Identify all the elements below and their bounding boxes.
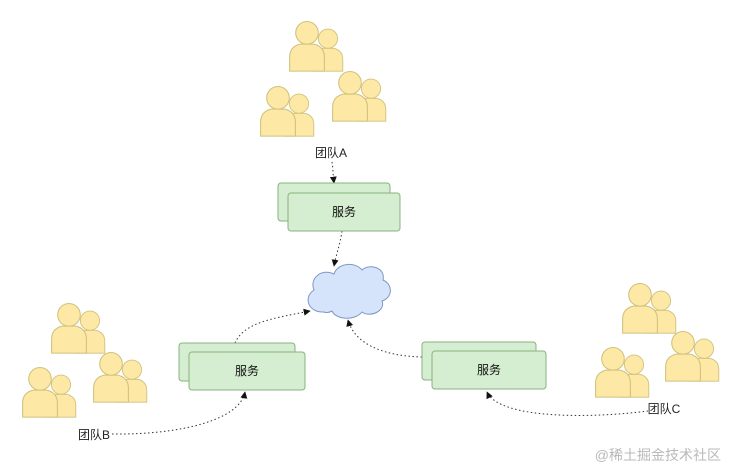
- team-a-people: [260, 20, 387, 137]
- person-icon: [93, 351, 129, 403]
- edges-layer: [111, 161, 649, 435]
- edge-service-top-to-cloud: [331, 230, 343, 267]
- service-node-right: 服务: [421, 341, 547, 390]
- person-icon: [22, 366, 58, 418]
- person-icon: [332, 70, 368, 122]
- service-node-top: 服务: [277, 182, 401, 232]
- edge-team-b-to-service-left: [111, 391, 248, 435]
- service-top-label: 服务: [332, 204, 356, 219]
- service-right-label: 服务: [477, 362, 501, 377]
- person-icon: [622, 282, 658, 334]
- edge-service-right-to-cloud: [346, 319, 423, 358]
- team-c-people: [595, 282, 720, 398]
- person-icon: [260, 85, 296, 137]
- team-b-label: 团队B: [78, 427, 110, 442]
- edge-service-left-to-cloud: [234, 308, 311, 344]
- team-a-label: 团队A: [315, 145, 347, 160]
- person-icon: [51, 302, 87, 354]
- edge-team-c-to-service-right: [486, 391, 649, 416]
- service-left-label: 服务: [235, 363, 259, 378]
- person-icon: [289, 20, 325, 72]
- person-icon: [665, 330, 701, 382]
- team-b-people: [22, 302, 148, 418]
- cloud-node: [307, 264, 391, 319]
- person-icon: [595, 346, 631, 398]
- service-node-left: 服务: [178, 342, 306, 391]
- edge-team-a-to-service-top: [329, 161, 337, 184]
- team-c-label: 团队C: [648, 401, 681, 416]
- watermark: @稀土掘金技术社区: [594, 447, 721, 463]
- cloud-icon: [307, 264, 391, 319]
